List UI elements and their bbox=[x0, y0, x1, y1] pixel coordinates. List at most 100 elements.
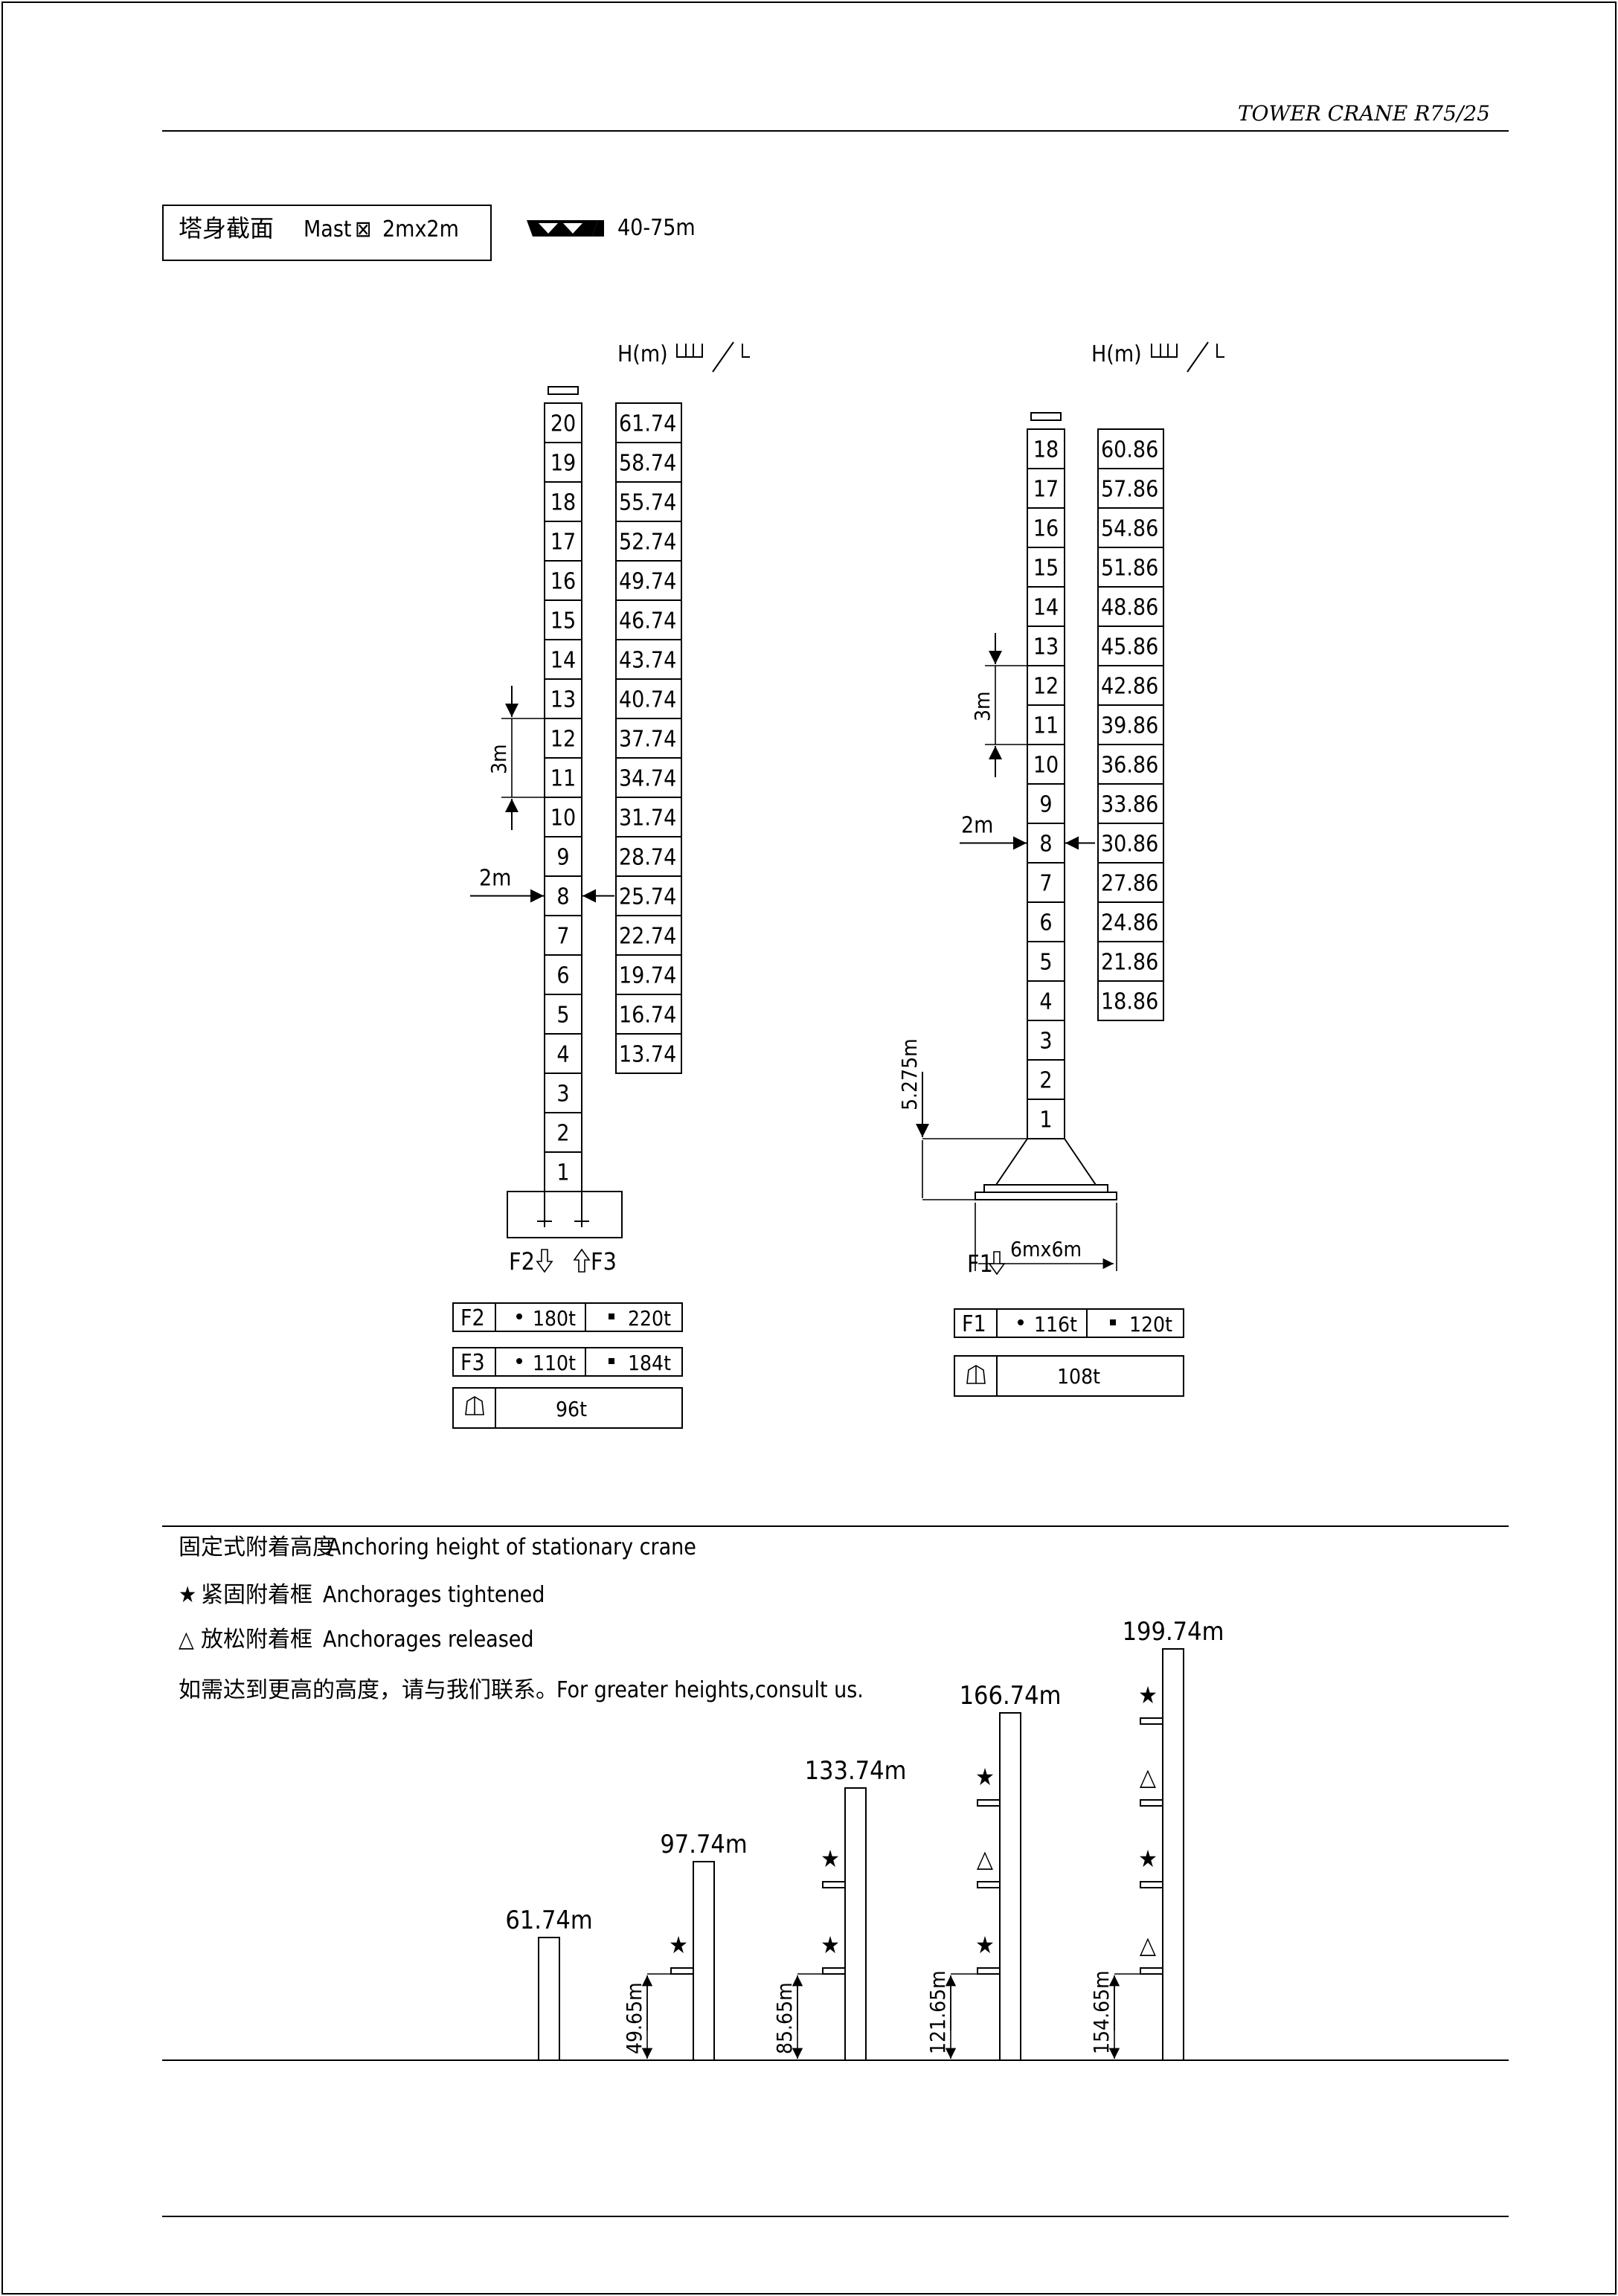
height-value: 28.74 bbox=[619, 845, 676, 871]
mast-label-en: Mast bbox=[304, 216, 351, 242]
mast-section-number: 1 bbox=[1039, 1107, 1052, 1133]
height-value: 37.74 bbox=[619, 727, 676, 753]
mast-section-cell bbox=[544, 1112, 582, 1153]
tower-head bbox=[548, 386, 579, 395]
left-ballast-value: 96t bbox=[556, 1397, 587, 1421]
height-cell bbox=[1097, 507, 1164, 548]
mast-section-number: 3 bbox=[556, 1081, 569, 1107]
doc-title: TOWER CRANE R75/25 bbox=[1238, 101, 1490, 126]
anchorage-frame bbox=[1140, 1967, 1163, 1975]
anchored-tower bbox=[1162, 1648, 1184, 2061]
height-value: 51.86 bbox=[1101, 556, 1158, 582]
anchor-tightened-star-icon: ★ bbox=[975, 1763, 995, 1791]
height-value: 24.86 bbox=[1101, 910, 1158, 936]
foundation-block bbox=[507, 1191, 623, 1238]
mast-section-number: 10 bbox=[1033, 753, 1059, 779]
dim-3m-label: 3m bbox=[487, 744, 511, 774]
anchorage-frame bbox=[822, 1881, 846, 1888]
mast-section-number: 5 bbox=[1039, 950, 1052, 976]
height-value: 33.86 bbox=[1101, 792, 1158, 818]
force-f3-label: F3 bbox=[591, 1247, 617, 1276]
mast-section-number: 13 bbox=[1033, 634, 1059, 660]
height-cell bbox=[615, 797, 682, 837]
triangle-icon: △ bbox=[179, 1627, 194, 1653]
f2-row-label: F2 bbox=[460, 1305, 485, 1331]
mast-section-number: 11 bbox=[550, 766, 576, 792]
mast-section-number: 1 bbox=[556, 1160, 569, 1186]
dim-2m-label: 2m bbox=[961, 813, 993, 839]
mast-section-cell bbox=[1027, 783, 1065, 824]
mast-section-cell bbox=[1027, 1099, 1065, 1139]
anchor-height-label: 85.65m bbox=[772, 1982, 797, 2054]
height-cell bbox=[615, 718, 682, 759]
mast-section-number: 3 bbox=[1039, 1029, 1052, 1055]
anchor-tightened-star-icon: ★ bbox=[975, 1931, 995, 1959]
height-cell bbox=[615, 560, 682, 601]
f2-circle-value: 180t bbox=[533, 1306, 576, 1331]
ballast-icon bbox=[966, 1365, 986, 1384]
mast-section-number: 13 bbox=[550, 687, 576, 713]
f1-circle-value: 116t bbox=[1034, 1312, 1077, 1337]
anchor-tightened-star-icon: ★ bbox=[1138, 1845, 1158, 1873]
anchor-released-triangle-icon: △ bbox=[1140, 1763, 1157, 1791]
mast-section-number: 7 bbox=[1039, 871, 1052, 897]
mast-section-number: 17 bbox=[1033, 477, 1059, 503]
height-value: 25.74 bbox=[619, 884, 676, 910]
mast-section-cell bbox=[1027, 586, 1065, 627]
mast-section-number: 6 bbox=[556, 963, 569, 989]
left-h-label: H(m) bbox=[617, 341, 668, 367]
height-value: 30.86 bbox=[1101, 832, 1158, 858]
anchored-tower bbox=[538, 1937, 560, 2061]
mast-section-cell bbox=[1027, 862, 1065, 903]
anchor-released-triangle-icon: △ bbox=[1140, 1931, 1157, 1959]
mast-section-number: 2 bbox=[1039, 1068, 1052, 1094]
height-value: 60.86 bbox=[1101, 437, 1158, 463]
height-cell bbox=[615, 915, 682, 956]
mast-section-number: 14 bbox=[1033, 595, 1059, 621]
hook-symbol-left bbox=[676, 341, 750, 373]
height-cell bbox=[1097, 823, 1164, 864]
height-cell bbox=[615, 402, 682, 443]
mast-section-cell bbox=[1027, 665, 1065, 706]
force-f2-label: F2 bbox=[509, 1247, 535, 1276]
mast-section-number: 19 bbox=[550, 451, 576, 477]
height-value: 27.86 bbox=[1101, 871, 1158, 897]
anchor-height-label: 49.65m bbox=[622, 1982, 646, 2054]
base-frame-plate bbox=[975, 1192, 1117, 1200]
right-h-label: H(m) bbox=[1091, 341, 1142, 367]
mast-section-cell bbox=[544, 678, 582, 719]
dim-2m-label: 2m bbox=[479, 866, 511, 892]
anchored-tower bbox=[999, 1712, 1021, 2061]
f1-square-value: 120t bbox=[1129, 1312, 1172, 1337]
right-force-table bbox=[954, 1308, 1184, 1397]
mast-section-cell bbox=[544, 639, 582, 680]
tower-head bbox=[1030, 412, 1062, 421]
dim-5275-label: 5.275m bbox=[897, 1038, 922, 1110]
anchor-tightened-star-icon: ★ bbox=[669, 1931, 688, 1959]
height-value: 36.86 bbox=[1101, 753, 1158, 779]
right-ballast-value: 108t bbox=[1057, 1364, 1100, 1389]
f2-square-value: 220t bbox=[628, 1306, 671, 1331]
mast-section-number: 7 bbox=[556, 924, 569, 950]
height-cell bbox=[615, 481, 682, 522]
mast-section-cell bbox=[544, 599, 582, 640]
star-icon: ★ bbox=[179, 1582, 196, 1608]
height-value: 34.74 bbox=[619, 766, 676, 792]
mast-section-cell bbox=[1027, 980, 1065, 1021]
released-en: Anchorages released bbox=[323, 1627, 534, 1653]
anchorage-frame bbox=[977, 1881, 1001, 1888]
height-value: 18.86 bbox=[1101, 989, 1158, 1015]
height-cell bbox=[1097, 586, 1164, 627]
mast-section-cell bbox=[544, 481, 582, 522]
anchorage-frame bbox=[1140, 1799, 1163, 1807]
mast-section-cell bbox=[544, 994, 582, 1035]
height-cell bbox=[1097, 783, 1164, 824]
note-en: For greater heights,consult us. bbox=[556, 1677, 864, 1703]
height-cell bbox=[1097, 428, 1164, 469]
mast-section-cell bbox=[1027, 547, 1065, 588]
mast-section-cell bbox=[544, 757, 582, 798]
mast-section-cell bbox=[1027, 704, 1065, 745]
anchoring-title-en: Anchoring height of stationary crane bbox=[327, 1534, 696, 1560]
mast-section-cell bbox=[544, 954, 582, 995]
height-cell bbox=[1097, 901, 1164, 942]
